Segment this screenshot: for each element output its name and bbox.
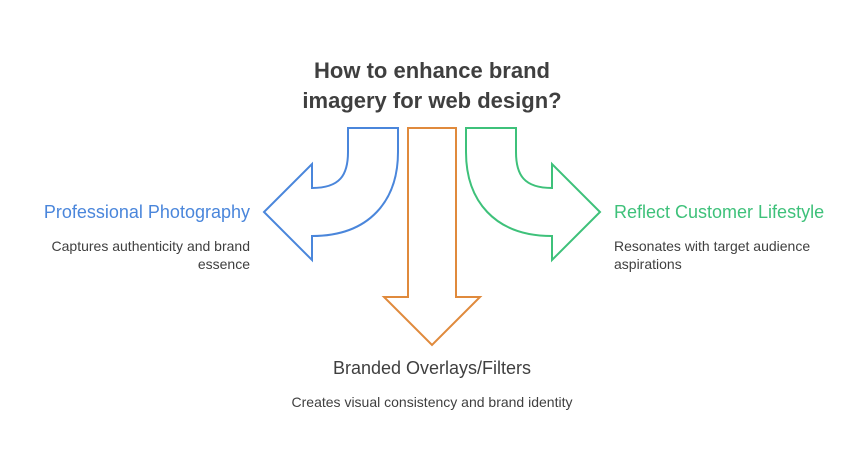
left-branch-description: Captures authenticity and brand essence	[51, 238, 250, 272]
down-arrow	[381, 127, 483, 347]
right-curved-arrow	[465, 127, 602, 263]
bottom-branch-description: Creates visual consistency and brand ide…	[291, 394, 573, 410]
right-branch-description: Resonates with target audience aspiratio…	[614, 238, 811, 272]
left-branch-heading: Professional Photography	[43, 202, 250, 222]
right-branch-heading: Reflect Customer Lifestyle	[614, 202, 825, 222]
title-line-1: How to enhance brand	[314, 58, 550, 83]
title-line-2: imagery for web design?	[302, 88, 562, 113]
bottom-branch-heading: Branded Overlays/Filters	[332, 358, 532, 378]
left-curved-arrow	[262, 127, 399, 263]
diagram-title: How to enhance brand imagery for web des…	[232, 56, 632, 116]
